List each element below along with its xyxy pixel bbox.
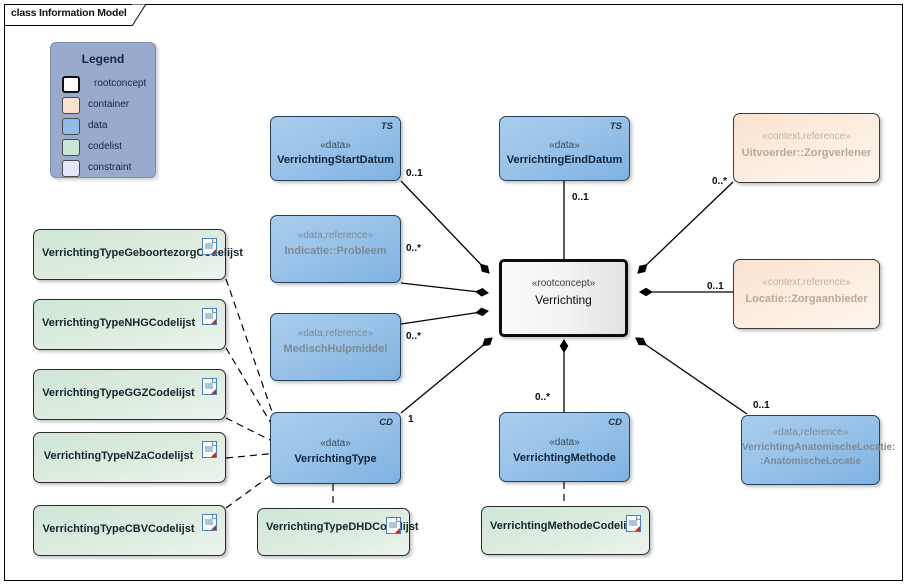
class-uitvoerder-zorgverlener[interactable]: «context,reference» Uitvoerder::Zorgverl… [733,113,880,183]
class-verrichting-eind-datum-name: VerrichtingEindDatum [506,154,623,166]
class-verrichting-stereotype: «rootconcept» [531,278,596,289]
class-medisch-hulpmiddel[interactable]: «data,reference» MedischHulpmiddel [270,313,401,381]
class-codelist-nhg[interactable]: VerrichtingTypeNHGCodelijst [33,299,226,350]
class-codelist-geboortezorg[interactable]: VerrichtingTypeGeboortezorgCodelijst [33,229,243,280]
document-icon [202,378,217,395]
class-verrichting-eind-datum[interactable]: TS «data» VerrichtingEindDatum [499,116,630,181]
class-indicatie-probleem-stereotype: «data,reference» [297,230,374,241]
class-verrichting-methode-type-marker: CD [608,417,622,428]
multiplicity-anatomische-locatie: 0..1 [753,400,770,411]
class-verrichting-eind-datum-stereotype: «data» [549,140,580,151]
multiplicity-indicatie: 0..* [406,243,422,254]
legend-label-codelist: codelist [88,141,122,152]
class-verrichting-type-stereotype: «data» [320,438,351,449]
class-verrichting-type-name: VerrichtingType [294,453,377,465]
class-locatie-zorgaanbieder-stereotype: «context,reference» [762,277,851,288]
diagram-title: class Information Model [11,7,127,19]
class-codelist-ggz-name: VerrichtingTypeGGZCodelijst [42,387,195,399]
legend-swatch-codelist [62,139,80,156]
class-codelist-nza-name: VerrichtingTypeNZaCodelijst [43,450,194,462]
document-icon [386,517,401,534]
class-uitvoerder-zorgverlener-stereotype: «context,reference» [762,131,851,142]
multiplicity-eind-datum: 0..1 [572,192,589,203]
class-verrichting-methode-name: VerrichtingMethode [513,452,616,464]
legend-swatch-data [62,118,80,135]
class-codelist-dhd-name: VerrichtingTypeDHDCodelijst [266,521,419,533]
class-verrichting-anatomische-locatie-name-line2: :AnatomischeLocatie [759,456,862,467]
class-verrichting-type[interactable]: CD «data» VerrichtingType [270,412,401,484]
class-codelist-ggz[interactable]: VerrichtingTypeGGZCodelijst [33,369,226,420]
class-locatie-zorgaanbieder-name: Locatie::Zorgaanbieder [745,293,868,305]
diagram-frame-tab [4,4,132,26]
class-verrichting-start-datum[interactable]: TS «data» VerrichtingStartDatum [270,116,401,181]
multiplicity-verrichting-type: 1 [408,414,414,425]
frame-tab-corner-icon [132,4,146,26]
multiplicity-uitvoerder: 0..* [712,176,728,187]
legend-swatch-container [62,97,80,114]
class-indicatie-probleem[interactable]: «data,reference» Indicatie::Probleem [270,215,401,283]
legend-label-container: container [88,99,130,110]
legend-swatch-rootconcept [62,76,80,93]
multiplicity-medisch-hulpmiddel: 0..* [406,331,422,342]
class-verrichting-name: Verrichting [535,293,592,307]
class-indicatie-probleem-name: Indicatie::Probleem [284,245,387,257]
class-verrichting[interactable]: «rootconcept» Verrichting [499,259,628,337]
document-icon [202,238,217,255]
class-medisch-hulpmiddel-name: MedischHulpmiddel [283,343,388,355]
class-verrichting-type-type-marker: CD [379,417,393,428]
multiplicity-start-datum: 0..1 [406,168,423,179]
class-codelist-nhg-name: VerrichtingTypeNHGCodelijst [42,317,196,329]
legend-panel: Legend rootconcept container data codeli… [50,42,156,178]
class-codelist-cbv[interactable]: VerrichtingTypeCBVCodelijst [33,505,226,556]
legend-label-data: data [88,120,108,131]
class-locatie-zorgaanbieder[interactable]: «context,reference» Locatie::Zorgaanbied… [733,259,880,329]
class-codelist-cbv-name: VerrichtingTypeCBVCodelijst [42,523,195,535]
multiplicity-locatie: 0..1 [707,281,724,292]
legend-title: Legend [81,52,125,66]
class-codelist-methode-name: VerrichtingMethodeCodelijst [490,520,640,532]
class-codelist-geboortezorg-name: VerrichtingTypeGeboortezorgCodelijst [42,247,243,259]
legend-swatch-constraint [62,160,80,177]
class-verrichting-anatomische-locatie-name-line1: VerrichtingAnatomischeLocatie: [742,442,896,453]
class-verrichting-start-datum-type-marker: TS [380,121,393,132]
class-codelist-methode[interactable]: VerrichtingMethodeCodelijst [481,506,650,555]
class-verrichting-anatomische-locatie-stereotype: «data,reference» [772,427,849,438]
document-icon [202,514,217,531]
class-verrichting-start-datum-name: VerrichtingStartDatum [277,154,394,166]
class-uitvoerder-zorgverlener-name: Uitvoerder::Zorgverlener [741,147,872,159]
class-verrichting-methode[interactable]: CD «data» VerrichtingMethode [499,412,630,482]
class-verrichting-methode-stereotype: «data» [549,437,580,448]
class-verrichting-anatomische-locatie[interactable]: «data,reference» VerrichtingAnatomischeL… [741,415,896,485]
legend-label-rootconcept: rootconcept [94,78,147,89]
document-icon [202,308,217,325]
document-icon [202,441,217,458]
document-icon [626,515,641,532]
class-codelist-dhd[interactable]: VerrichtingTypeDHDCodelijst [257,508,419,556]
multiplicity-verrichting-methode: 0..* [535,392,551,403]
legend-label-constraint: constraint [88,162,132,173]
class-medisch-hulpmiddel-stereotype: «data,reference» [297,328,374,339]
class-verrichting-eind-datum-type-marker: TS [609,121,622,132]
class-codelist-nza[interactable]: VerrichtingTypeNZaCodelijst [33,432,226,483]
class-verrichting-start-datum-stereotype: «data» [320,140,351,151]
